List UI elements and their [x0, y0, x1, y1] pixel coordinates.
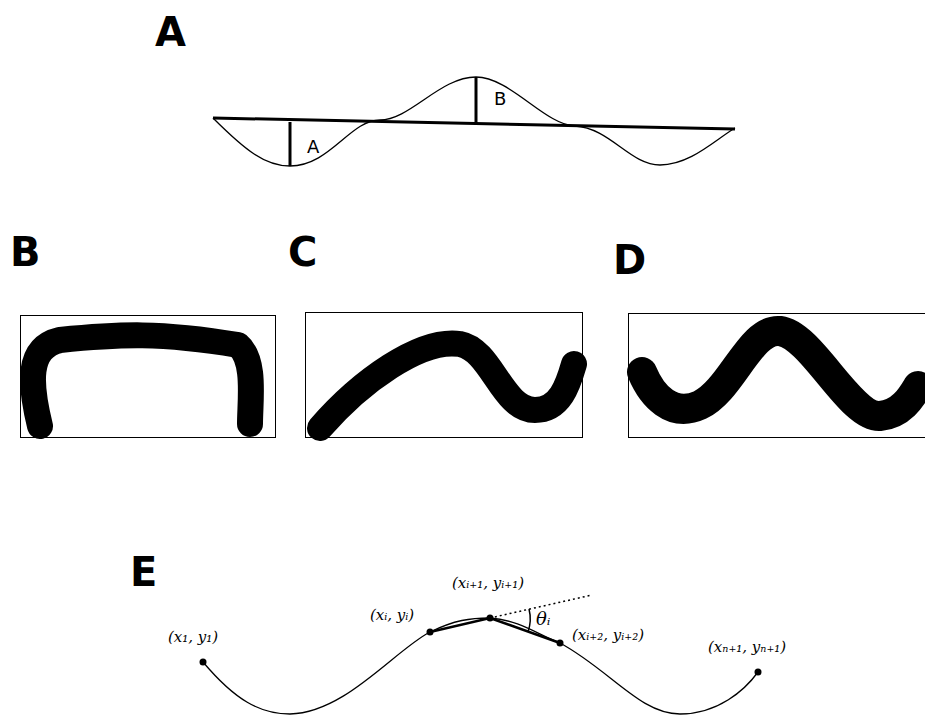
amplitude-label: A: [306, 138, 320, 156]
angle-label: θᵢ: [536, 610, 550, 628]
point-label: (xₙ₊₁, yₙ₊₁): [708, 640, 786, 655]
centerline-curve: [203, 618, 758, 714]
point-dot: [755, 669, 762, 676]
amplitude-bar: [475, 77, 478, 125]
image-frame: [21, 316, 276, 438]
worm-shape: [320, 343, 574, 428]
point-label: (xᵢ₊₁, yᵢ₊₁): [452, 576, 524, 591]
point-label: (xᵢ, yᵢ): [370, 608, 414, 623]
point-dot: [487, 615, 494, 622]
panel-letter: B: [10, 232, 41, 272]
worm-shape: [642, 331, 918, 416]
amplitude-label: B: [493, 90, 507, 108]
worm-shape: [33, 335, 251, 426]
image-frame: [629, 314, 925, 438]
panel-letter: D: [613, 240, 646, 280]
point-label: (x₁, y₁): [168, 630, 218, 645]
point-dot: [200, 659, 207, 666]
panel-letter: E: [130, 552, 157, 592]
panel-letter: C: [288, 232, 317, 272]
angle-arc: [528, 609, 530, 632]
amplitude-bar: [289, 122, 292, 166]
point-dot: [427, 629, 434, 636]
panel-letter: A: [155, 12, 186, 52]
image-frame: [306, 313, 583, 438]
point-dot: [557, 640, 564, 647]
point-label: (xᵢ₊₂, yᵢ₊₂): [572, 628, 644, 643]
sine-wave: [213, 77, 735, 166]
